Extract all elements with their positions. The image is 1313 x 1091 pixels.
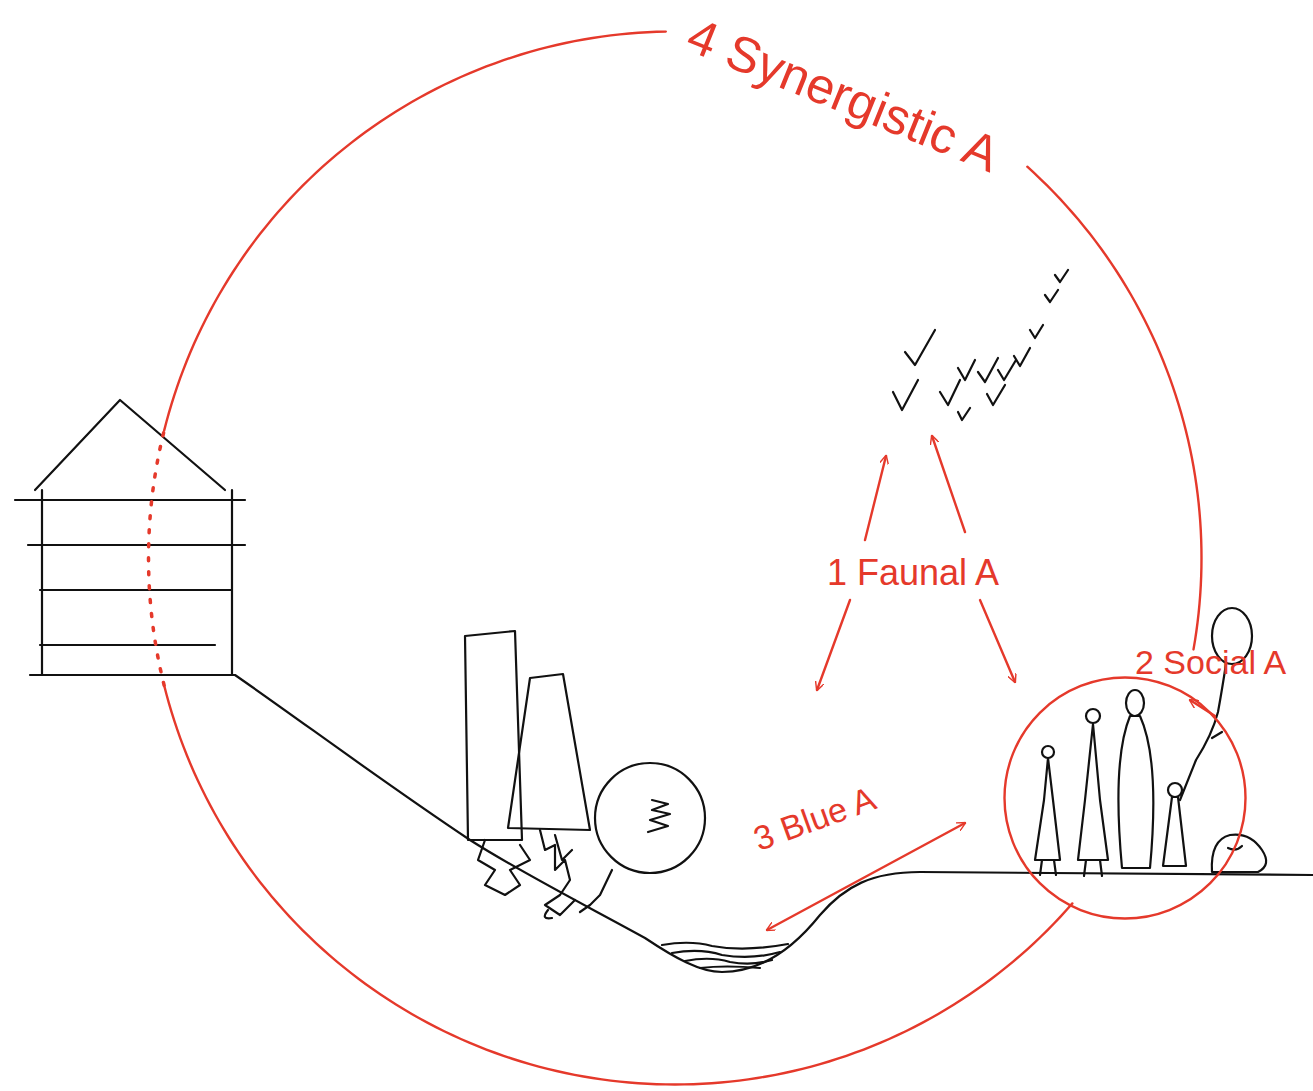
sketch (15, 270, 1313, 972)
circle-arc (149, 431, 165, 686)
circle-arc (164, 685, 1072, 1084)
callout-arrows (767, 436, 1215, 930)
person-body (1035, 758, 1060, 875)
water-waves (662, 943, 788, 968)
tree-round (595, 763, 705, 873)
person-head (1086, 709, 1100, 723)
person-head (1168, 783, 1182, 797)
circle-arc (1027, 167, 1201, 650)
person-head (1126, 690, 1144, 716)
tree-tall (465, 631, 522, 840)
node-title: 4 Synergistic A (681, 10, 1006, 180)
person-body (1118, 716, 1153, 868)
balloon-string (1180, 664, 1226, 800)
ground-line (30, 675, 1313, 972)
person-body (1163, 797, 1186, 866)
tree-conical (508, 674, 590, 830)
callout-label: 1 Faunal A (827, 555, 999, 591)
building-floors (15, 500, 245, 645)
circle-arc (164, 32, 666, 431)
faunal-arrow (865, 456, 886, 540)
circle-outline (1005, 678, 1246, 919)
person-head (1042, 746, 1054, 758)
building-roof (35, 400, 225, 490)
bird-flock (893, 270, 1068, 420)
faunal-arrow (817, 600, 850, 690)
faunal-arrow (980, 600, 1015, 682)
person-body (1078, 724, 1108, 876)
callout-label: 3 Blue A (749, 781, 880, 856)
tree-roots (478, 830, 612, 918)
synergy-circle: 4 Synergistic A2 Social A (147, 30, 1203, 1086)
node-title: 2 Social A (1135, 645, 1286, 679)
node-outline (147, 30, 1203, 1086)
tree-scribble (648, 800, 670, 832)
faunal-arrow (932, 436, 965, 532)
node-outline (1003, 676, 1247, 920)
building-walls (42, 490, 232, 675)
social-circle: 2 Social A (1003, 676, 1247, 920)
